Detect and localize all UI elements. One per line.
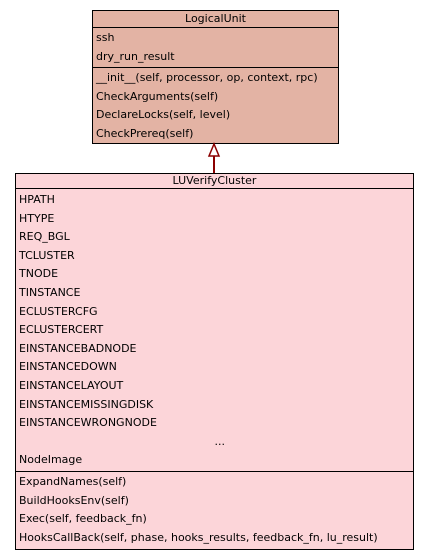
method: BuildHooksEnv(self) xyxy=(19,493,129,507)
method: CheckPrereq(self) xyxy=(96,126,194,140)
method: CheckArguments(self) xyxy=(96,89,219,103)
attribute: EINSTANCEBADNODE xyxy=(19,341,137,355)
method: ExpandNames(self) xyxy=(19,474,127,488)
attribute: ECLUSTERCFG xyxy=(19,304,98,318)
class-name: LUVerifyCluster xyxy=(16,174,413,189)
attribute: HTYPE xyxy=(19,211,55,225)
attribute: EINSTANCEWRONGNODE xyxy=(19,416,157,430)
attributes-section: HPATH HTYPE REQ_BGL TCLUSTER TNODE TINST… xyxy=(16,189,413,472)
class-box-logicalunit: LogicalUnit ssh dry_run_result __init__(… xyxy=(92,10,339,144)
attribute: TNODE xyxy=(19,267,59,281)
class-box-luverifycluster: LUVerifyCluster HPATH HTYPE REQ_BGL TCLU… xyxy=(15,173,414,550)
attribute: dry_run_result xyxy=(96,49,175,63)
method: Exec(self, feedback_fn) xyxy=(19,512,147,526)
attribute: REQ_BGL xyxy=(19,230,70,244)
attribute: NodeImage xyxy=(19,453,83,467)
attribute: EINSTANCELAYOUT xyxy=(19,378,124,392)
attribute: HPATH xyxy=(19,193,55,206)
methods-section: ExpandNames(self) BuildHooksEnv(self) Ex… xyxy=(16,472,413,547)
attribute: ssh xyxy=(96,31,115,44)
inheritance-arrowhead-icon xyxy=(207,142,221,157)
attribute: ECLUSTERCERT xyxy=(19,323,104,337)
method: HooksCallBack(self, phase, hooks_results… xyxy=(19,530,378,544)
attribute: TINSTANCE xyxy=(19,285,81,299)
attributes-section: ssh dry_run_result xyxy=(93,28,338,69)
attribute: EINSTANCEMISSINGDISK xyxy=(19,397,154,411)
attribute-ellipsis: ... xyxy=(214,434,226,448)
attribute: TCLUSTER xyxy=(19,248,75,262)
methods-section: __init__(self, processor, op, context, r… xyxy=(93,68,338,143)
method: __init__(self, processor, op, context, r… xyxy=(96,71,318,85)
attribute: EINSTANCEDOWN xyxy=(19,360,117,374)
method: DeclareLocks(self, level) xyxy=(96,108,231,122)
class-name: LogicalUnit xyxy=(93,11,338,28)
